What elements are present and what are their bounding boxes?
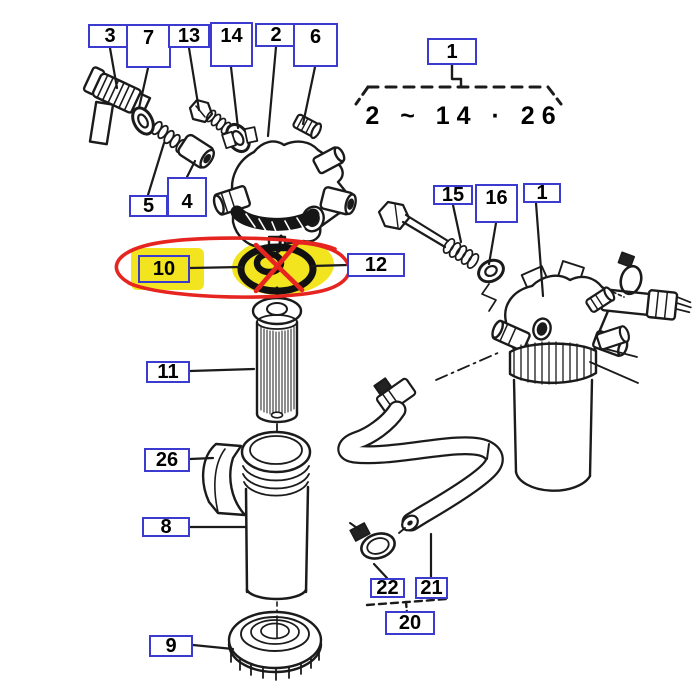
red-circle-annotation — [114, 236, 351, 299]
mount-washer — [477, 258, 505, 312]
callout-6[interactable]: 6 — [293, 23, 338, 67]
callout-8[interactable]: 8 — [142, 517, 190, 537]
filter-bowl — [240, 430, 312, 635]
callout-4[interactable]: 4 — [167, 177, 207, 217]
part-4-cup — [177, 133, 216, 169]
assembled-filter — [491, 260, 692, 492]
callout-7[interactable]: 7 — [126, 24, 171, 68]
callout-12[interactable]: 12 — [347, 253, 405, 277]
part-13-bolt — [188, 98, 237, 139]
callout-5[interactable]: 5 — [129, 195, 168, 217]
callout-1-group[interactable]: 1 — [427, 38, 477, 65]
callout-13[interactable]: 13 — [168, 24, 210, 48]
callout-20[interactable]: 20 — [385, 611, 435, 635]
filter-head — [212, 126, 357, 261]
bracket-part — [201, 442, 247, 517]
part-6-plug — [292, 113, 323, 140]
callout-15[interactable]: 15 — [433, 185, 473, 205]
callout-26[interactable]: 26 — [144, 448, 190, 472]
filter-element — [251, 296, 303, 438]
callout-1-right[interactable]: 1 — [523, 183, 561, 203]
part-7-washer — [131, 106, 155, 136]
right-edge-parts — [585, 251, 643, 384]
leader-lines — [108, 45, 545, 651]
callout-21[interactable]: 21 — [415, 577, 448, 599]
red-x-annotation — [253, 239, 305, 294]
callout-14[interactable]: 14 — [210, 22, 253, 67]
callout-16[interactable]: 16 — [475, 184, 518, 223]
assembly-axis-line — [435, 351, 501, 381]
callout-9[interactable]: 9 — [149, 635, 193, 657]
group-bracket-top — [354, 63, 563, 106]
group-range-label: 2 ~ 14 · 26 — [365, 101, 563, 130]
hose-assembly — [337, 377, 504, 560]
ring-nut — [227, 610, 323, 681]
mount-bolt — [377, 200, 480, 269]
callout-2[interactable]: 2 — [255, 23, 297, 47]
callout-11[interactable]: 11 — [146, 361, 190, 383]
callout-10-highlighted[interactable]: 10 — [138, 255, 190, 283]
hose-clamp — [349, 522, 396, 560]
callout-22[interactable]: 22 — [370, 578, 405, 598]
